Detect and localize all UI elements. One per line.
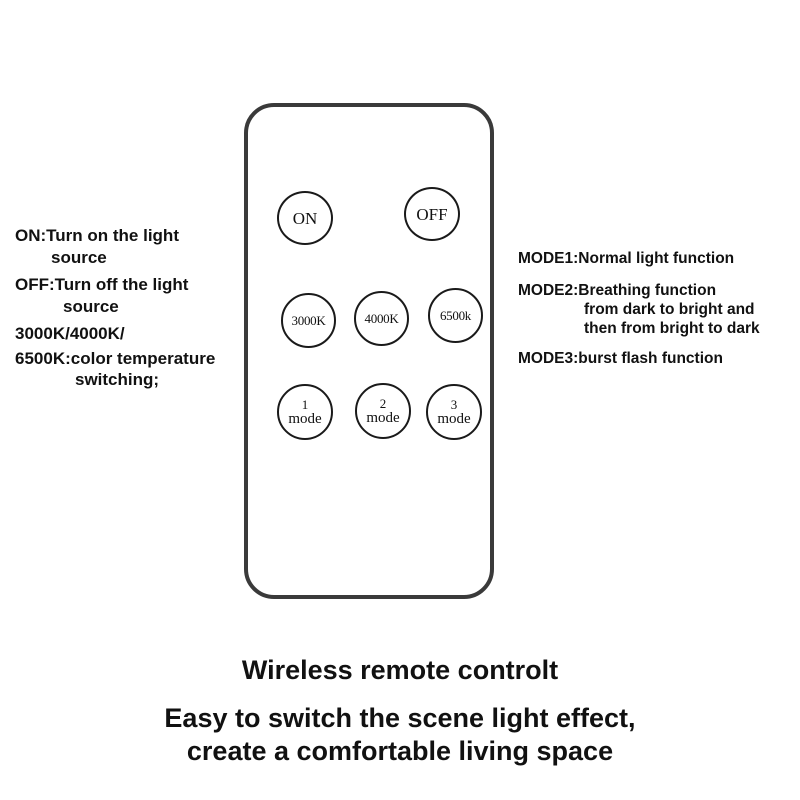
mode3-note: MODE3:burst flash function <box>518 350 723 367</box>
mode2-note-line-3: then from bright to dark <box>584 320 760 337</box>
mode-2-number: 2 <box>379 395 387 411</box>
mode2-note-line-1: MODE2:Breathing function <box>518 282 717 299</box>
mode-1-number: 1 <box>301 396 309 412</box>
mode-3-number: 3 <box>450 396 458 412</box>
temp-4000k-button[interactable]: 4000K <box>354 291 409 346</box>
off-note-line-2: source <box>63 297 119 316</box>
off-button-label: OFF <box>416 204 448 224</box>
off-note-line-1: OFF:Turn off the light <box>15 275 189 294</box>
footer-subtitle: Easy to switch the scene light effect, c… <box>0 702 800 768</box>
mode-2-word: mode <box>366 409 400 426</box>
temp-note-line-1: 3000K/4000K/ <box>15 324 125 343</box>
mode-1-button[interactable]: 1 mode <box>277 384 333 440</box>
off-button[interactable]: OFF <box>404 187 460 241</box>
mode2-note-line-2: from dark to bright and <box>584 301 755 318</box>
footer-subtitle-line-1: Easy to switch the scene light effect, <box>164 703 636 733</box>
temp-6500k-button[interactable]: 6500k <box>428 288 483 343</box>
mode-3-button[interactable]: 3 mode <box>426 384 482 440</box>
mode-1-word: mode <box>288 410 322 427</box>
footer-title: Wireless remote controlt <box>241 655 559 685</box>
mode-3-word: mode <box>437 410 471 427</box>
on-button[interactable]: ON <box>277 191 333 245</box>
temp-note-line-2: 6500K:color temperature <box>15 349 216 368</box>
on-button-label: ON <box>292 208 318 228</box>
temp-6500k-label: 6500k <box>439 308 471 323</box>
temp-3000k-button[interactable]: 3000K <box>281 293 336 348</box>
temp-3000k-label: 3000K <box>291 313 326 328</box>
on-note-line-2: source <box>51 248 107 267</box>
temp-note-line-3: switching; <box>75 370 160 389</box>
on-note-line-1: ON:Turn on the light <box>15 226 179 245</box>
temp-4000k-label: 4000K <box>364 311 399 326</box>
remote-control <box>244 103 494 599</box>
footer-subtitle-line-2: create a comfortable living space <box>186 736 614 766</box>
mode-2-button[interactable]: 2 mode <box>355 383 411 439</box>
mode1-note: MODE1:Normal light function <box>518 250 735 267</box>
